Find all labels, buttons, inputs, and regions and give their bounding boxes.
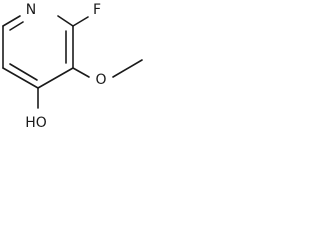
bond-c3-c4 [37, 67, 74, 89]
chemical-structure-diagram: N F O HO [2, 2, 143, 131]
bond-c2-f [72, 16, 89, 27]
bond-c6-n [2, 15, 21, 27]
atom-hydroxyl: HO [25, 115, 47, 131]
atom-oxygen-methoxy: O [95, 72, 106, 88]
atom-nitrogen: N [26, 2, 36, 18]
bond-c3-o [72, 67, 90, 78]
bond-c4-c5-double [9, 63, 38, 81]
bond-c6-n-double [9, 21, 24, 31]
atom-fluorine: F [93, 2, 101, 18]
bond-n-c2 [57, 15, 74, 27]
bond-c4-c5 [2, 67, 39, 89]
bond-o-methyl [112, 59, 143, 78]
substituents [37, 16, 143, 109]
pyridine-ring [2, 15, 74, 89]
atom-labels: N F O HO [25, 2, 106, 131]
